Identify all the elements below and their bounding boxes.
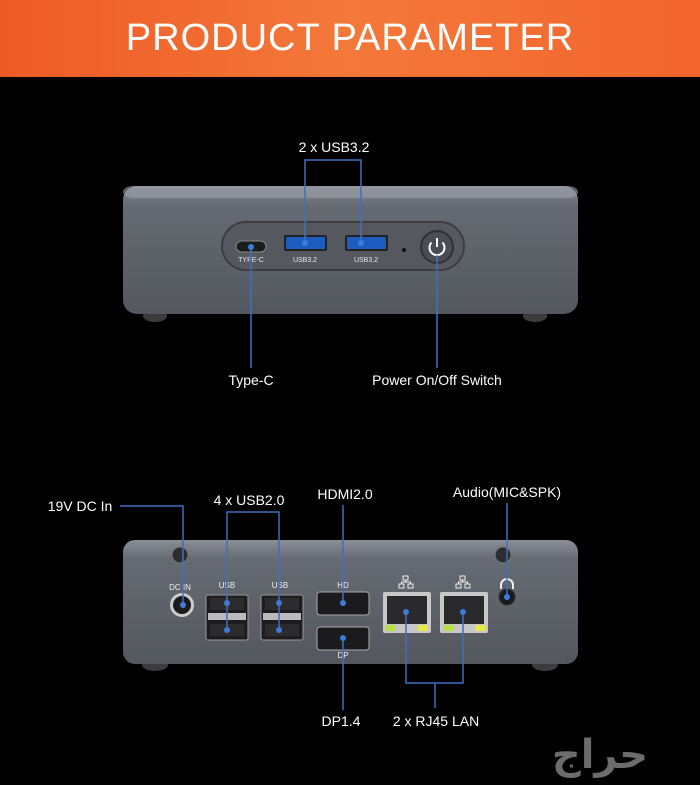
dc-in-port-label: DC IN [169,583,191,592]
header-banner: PRODUCT PARAMETER [0,0,700,77]
front-panel-inset [221,221,465,271]
lan-callout-label: 2 x RJ45 LAN [393,713,479,729]
network-icon [455,575,471,589]
screw [171,546,189,564]
front-device: TYPE-C USB3.2 USB3.2 [123,186,578,322]
network-icon [398,575,414,589]
dc-in-callout-label: 19V DC In [48,498,113,514]
screw [494,546,512,564]
rear-device: DC IN USB USB HD DP [123,540,578,671]
front-callout-lines [248,159,438,368]
usb32-port-label: USB3.2 [293,257,317,264]
usb20-port-stack-2 [260,594,304,641]
type-c-callout-label: Type-C [228,372,273,388]
page-title: PRODUCT PARAMETER [125,17,575,59]
power-callout-label: Power On/Off Switch [372,372,502,388]
usb-port-label: USB [272,581,288,590]
usb32-port-2 [345,235,388,251]
watermark-logo: حراج [552,732,648,778]
status-led [402,248,406,252]
dp-callout-label: DP1.4 [322,713,361,729]
usb20-callout-label: 4 x USB2.0 [214,492,285,508]
hdmi-callout-label: HDMI2.0 [317,486,372,502]
audio-callout-label: Audio(MIC&SPK) [453,484,561,500]
usb32-port-label: USB3.2 [354,257,378,264]
usb32-callout-label: 2 x USB3.2 [299,139,370,155]
rear-callout-lines [120,503,510,710]
